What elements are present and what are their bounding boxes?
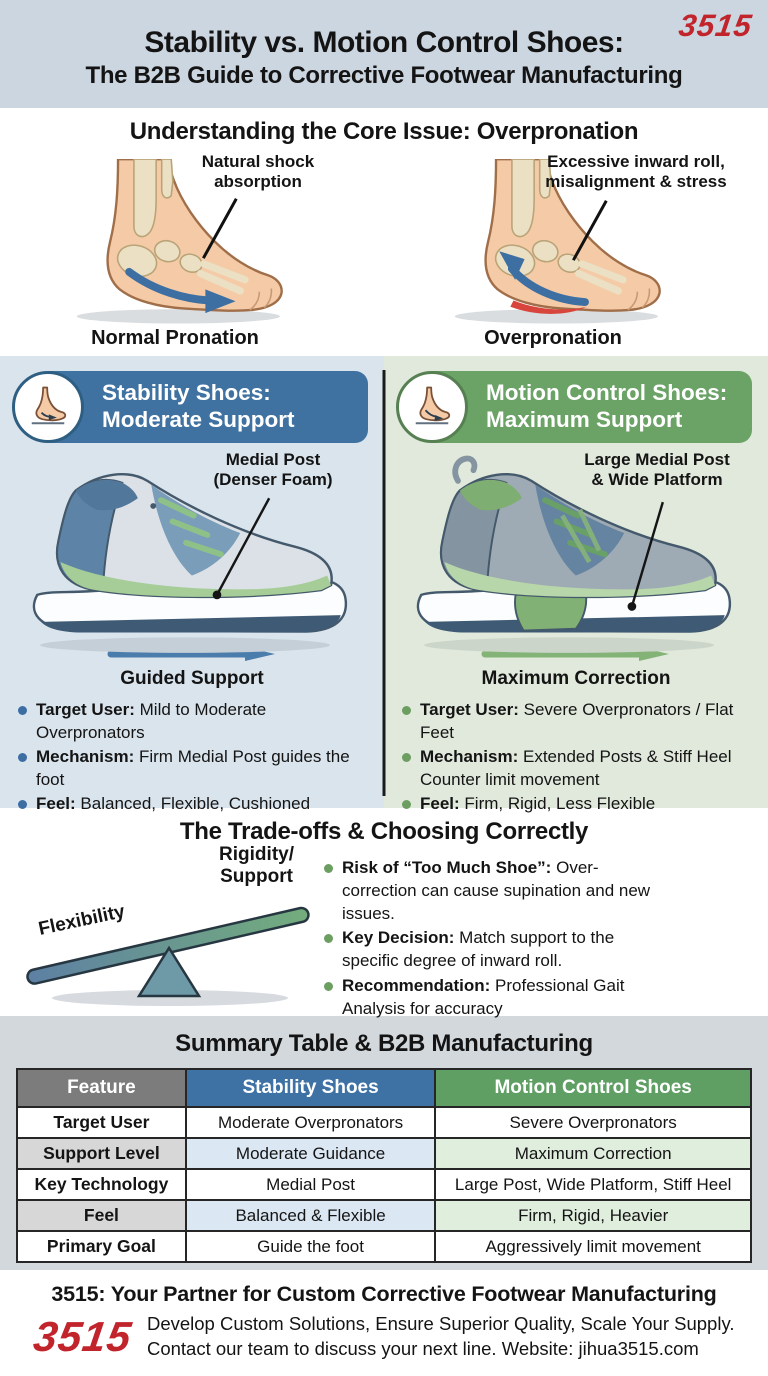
motion-title-line1: Motion Control Shoes: (486, 380, 728, 406)
table-cell: Large Post, Wide Platform, Stiff Heel (434, 1168, 752, 1201)
list-item: Target User: Severe Overpronators / Flat… (400, 698, 740, 744)
summary-section: Summary Table & B2B Manufacturing Featur… (0, 1016, 768, 1270)
stability-column: Stability Shoes: Moderate Support (0, 356, 384, 813)
table-cell: Feel (16, 1199, 187, 1232)
table-row: Primary Goal Guide the foot Aggressively… (16, 1230, 752, 1263)
overpronation-figure: Excessive inward roll, misalignment & st… (397, 150, 749, 350)
comparison-table: Feature Stability Shoes Motion Control S… (16, 1068, 752, 1263)
list-item: Risk of “Too Much Shoe”: Over-correction… (322, 856, 662, 925)
table-cell: Primary Goal (16, 1230, 187, 1263)
bullet-dot (18, 753, 27, 763)
stability-title-line1: Stability Shoes: (102, 380, 271, 406)
stability-callout: Medial Post (Denser Foam) (213, 450, 333, 490)
table-cell: Guide the foot (184, 1230, 437, 1263)
footer-title: 3515: Your Partner for Custom Corrective… (51, 1282, 717, 1306)
stability-shoe-figure: Medial Post (Denser Foam) (16, 448, 368, 653)
table-cell: Aggressively limit movement (434, 1230, 752, 1263)
motion-title-line2: Maximum Support (486, 407, 683, 432)
motion-control-column: Motion Control Shoes: Maximum Support (384, 356, 768, 813)
motion-shoe-figure: Large Medial Post & Wide Platform (400, 448, 752, 653)
motion-foot-icon (396, 371, 468, 443)
stability-header: Stability Shoes: Moderate Support (12, 368, 368, 446)
table-row: Feel Balanced & Flexible Firm, Rigid, He… (16, 1199, 752, 1232)
list-item: Target User: Mild to Moderate Overpronat… (16, 698, 356, 744)
motion-shoe-illustration (416, 455, 732, 653)
tradeoffs-section: The Trade-offs & Choosing Correctly Flex… (0, 808, 768, 1018)
table-cell: Moderate Guidance (184, 1137, 437, 1170)
bullet-dot (402, 706, 411, 715)
table-cell: Moderate Overpronators (184, 1106, 437, 1139)
table-row: Target User Moderate Overpronators Sever… (16, 1106, 752, 1139)
tradeoffs-section-title: The Trade-offs & Choosing Correctly (179, 818, 589, 845)
overpronation-annotation: Excessive inward roll, misalignment & st… (545, 152, 727, 192)
table-row: Support Level Moderate Guidance Maximum … (16, 1137, 752, 1170)
stability-title-line2: Moderate Support (102, 407, 295, 432)
column-divider (382, 370, 386, 796)
list-item: Recommendation: Professional Gait Analys… (322, 974, 662, 1020)
bullet-dot (324, 864, 333, 873)
stability-foot-icon (12, 371, 84, 443)
overpronation-foot-anatomy-illustration (454, 159, 661, 324)
rigidity-support-label: Rigidity/ Support (219, 844, 294, 887)
table-cell: Firm, Rigid, Heavier (434, 1199, 752, 1232)
bullet-dot (18, 800, 27, 810)
bullet-dot (324, 934, 333, 944)
header: 3515 Stability vs. Motion Control Shoes:… (0, 0, 768, 108)
table-cell: Key Technology (16, 1168, 187, 1201)
bullet-dot (402, 753, 411, 763)
stability-shoe-illustration (32, 473, 348, 653)
comparison-columns: Stability Shoes: Moderate Support (0, 356, 768, 813)
tradeoffs-bullet-list: Risk of “Too Much Shoe”: Over-correction… (322, 856, 662, 1021)
page-title-line1: Stability vs. Motion Control Shoes: (144, 26, 624, 59)
footer-line2: Contact our team to discuss your next li… (146, 1337, 699, 1359)
page-title-line2: The B2B Guide to Corrective Footwear Man… (85, 62, 683, 89)
bullet-dot (324, 981, 333, 991)
pronation-section: Understanding the Core Issue: Overpronat… (0, 108, 768, 356)
pronation-figures: Natural shock absorption Normal Pronatio… (0, 150, 768, 350)
pronation-section-title: Understanding the Core Issue: Overpronat… (129, 118, 639, 145)
list-item: Key Decision: Match support to the speci… (322, 926, 662, 972)
stability-bullet-list: Target User: Mild to Moderate Overpronat… (16, 698, 356, 816)
footer-line1: Develop Custom Solutions, Ensure Superio… (146, 1313, 735, 1334)
summary-section-title: Summary Table & B2B Manufacturing (175, 1030, 593, 1057)
bullet-dot (402, 800, 411, 810)
footer: 3515: Your Partner for Custom Corrective… (0, 1270, 768, 1376)
overpronation-caption: Overpronation (484, 327, 622, 349)
list-item: Mechanism: Firm Medial Post guides the f… (16, 745, 356, 791)
list-item: Feel: Balanced, Flexible, Cushioned (16, 792, 356, 815)
normal-pronation-caption: Normal Pronation (91, 327, 259, 349)
brand-logo: 3515 (676, 8, 755, 43)
table-cell: Support Level (16, 1137, 187, 1170)
normal-pronation-annotation: Natural shock absorption (201, 152, 315, 192)
header-cell-motion: Motion Control Shoes (434, 1068, 752, 1108)
table-header-row: Feature Stability Shoes Motion Control S… (16, 1068, 752, 1108)
motion-bullet-list: Target User: Severe Overpronators / Flat… (400, 698, 740, 816)
seesaw-illustration (26, 906, 310, 1006)
bullet-dot (18, 706, 27, 715)
footer-text: Develop Custom Solutions, Ensure Superio… (147, 1312, 735, 1362)
header-cell-stability: Stability Shoes (184, 1068, 437, 1108)
normal-pronation-figure: Natural shock absorption Normal Pronatio… (19, 150, 371, 350)
table-cell: Medial Post (184, 1168, 437, 1201)
motion-header: Motion Control Shoes: Maximum Support (396, 368, 752, 446)
motion-arrow-caption: Maximum Correction (481, 668, 671, 689)
table-cell: Target User (16, 1106, 187, 1139)
stability-title-pill: Stability Shoes: Moderate Support (38, 371, 368, 443)
list-item: Feel: Firm, Rigid, Less Flexible (400, 792, 740, 815)
motion-callout: Large Medial Post & Wide Platform (584, 450, 730, 490)
stability-arrow-caption: Guided Support (120, 668, 264, 689)
seesaw-diagram: Flexibility Rigidity/ Support (12, 844, 322, 1008)
header-cell-feature: Feature (16, 1068, 187, 1108)
motion-title-pill: Motion Control Shoes: Maximum Support (422, 371, 752, 443)
table-row: Key Technology Medial Post Large Post, W… (16, 1168, 752, 1201)
footer-brand-logo: 3515 (30, 1312, 135, 1360)
table-cell: Balanced & Flexible (184, 1199, 437, 1232)
table-cell: Maximum Correction (434, 1137, 752, 1170)
table-cell: Severe Overpronators (434, 1106, 752, 1139)
normal-foot-anatomy-illustration (76, 159, 283, 324)
list-item: Mechanism: Extended Posts & Stiff Heel C… (400, 745, 740, 791)
